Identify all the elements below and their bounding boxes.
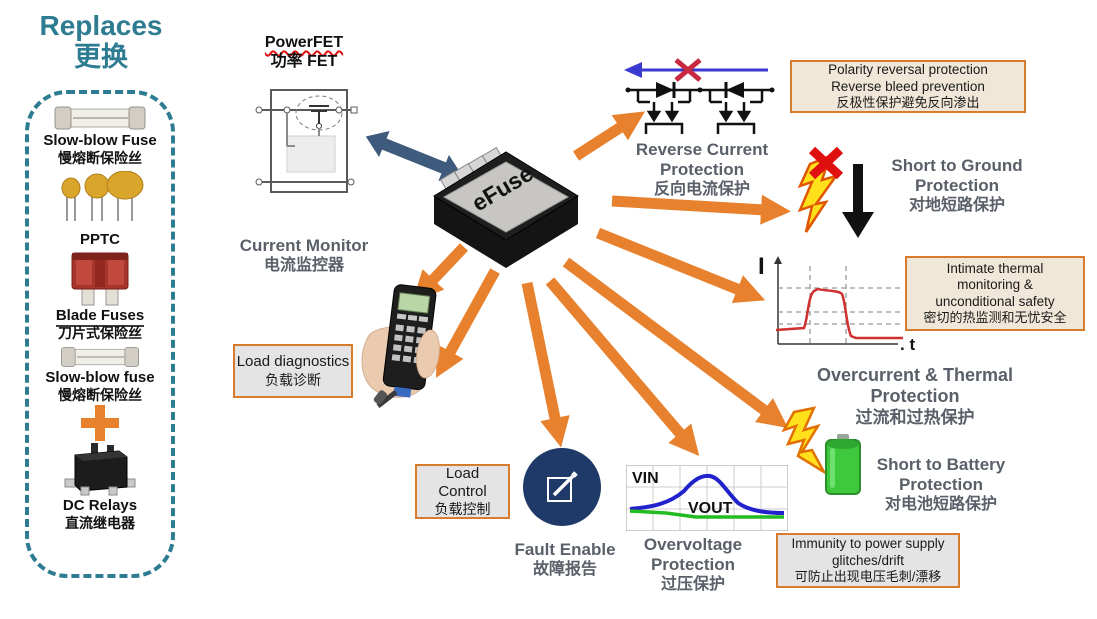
item-slow-blow-fuse2-zh: 慢熔断保险丝	[58, 386, 142, 403]
edit-pen-icon	[547, 471, 578, 502]
current-monitor-en: Current Monitor	[239, 236, 369, 255]
powerfet-label-en: PowerFET	[264, 34, 344, 51]
short-to-ground-bolt-icon	[797, 146, 844, 233]
plus-icon	[81, 405, 119, 442]
item-dc-relays-zh: 直流继电器	[65, 515, 135, 532]
dc-relay-image	[64, 443, 136, 496]
reverse-current-zh: 反向电流保护	[653, 181, 750, 199]
short-to-ground-zh: 对地短路保护	[908, 197, 1005, 215]
double-arrow-icon	[365, 131, 463, 181]
pptc-image	[61, 170, 144, 221]
reverse-current-en: Reverse Current Protection	[635, 140, 769, 180]
glass-fuse-image	[54, 106, 146, 130]
replaces-title-en: Replaces	[39, 10, 163, 41]
immunity-zh: 可防止出现电压毛刺/漂移	[794, 569, 942, 585]
replaces-title: Replaces 更换	[20, 10, 182, 73]
current-axis-label: I	[758, 253, 765, 280]
load-diagnostics-callout: Load diagnostics 负载诊断	[233, 344, 353, 398]
reverse-current-label: Reverse Current Protection 反向电流保护	[608, 140, 796, 200]
short-to-ground-label: Short to Ground Protection 对地短路保护	[866, 156, 1048, 216]
load-diagnostics-zh: 负载诊断	[265, 371, 321, 388]
current-monitor-zh: 电流监控器	[263, 257, 344, 275]
load-control-zh: 负载控制	[434, 501, 491, 518]
short-to-battery-en: Short to Battery Protection	[876, 455, 1006, 495]
polarity-zh: 反极性保护避免反向渗出	[836, 95, 980, 111]
handheld-meter-image	[361, 284, 440, 408]
overvoltage-scope-image: VIN VOUT	[626, 465, 788, 531]
fault-enable-label: Fault Enable 故障报告	[500, 540, 630, 580]
glass-fuse2-image	[61, 346, 139, 367]
thermal-callout-zh: 密切的热监测和无忧安全	[923, 310, 1067, 326]
item-blade-fuses-en: Blade Fuses	[55, 306, 145, 327]
polarity-callout: Polarity reversal protection Reverse ble…	[790, 60, 1026, 113]
overcurrent-thermal-en: Overcurrent & Thermal Protection	[816, 365, 1014, 407]
fault-enable-en: Fault Enable	[514, 540, 616, 559]
replaces-title-zh: 更换	[74, 42, 128, 73]
item-blade-fuses-zh: 刀片式保险丝	[58, 324, 142, 341]
item-slow-blow-fuse2-en: Slow-blow fuse	[45, 368, 155, 386]
battery-icon	[825, 434, 861, 495]
short-to-battery-label: Short to Battery Protection 对电池短路保护	[855, 455, 1027, 515]
battery-bolt-icon	[781, 406, 828, 476]
ground-arrow-icon	[842, 164, 874, 238]
powerfet-label-zh: 功率 FET	[270, 53, 338, 71]
item-slow-blow-fuse-en: Slow-blow Fuse	[43, 132, 157, 149]
powerfet-label: PowerFET 功率 FET	[240, 33, 368, 71]
short-to-battery-zh: 对电池短路保护	[884, 496, 997, 514]
vout-label: VOUT	[688, 500, 733, 517]
reverse-current-schematic-image	[624, 58, 775, 134]
load-control-en: Load Control	[438, 464, 487, 500]
current-monitor-label: Current Monitor 电流监控器	[215, 236, 393, 276]
item-dc-relays-en: DC Relays	[62, 497, 138, 515]
blade-fuse-image	[71, 252, 129, 306]
item-pptc-en: PPTC	[79, 230, 120, 248]
polarity-en1: Polarity reversal protection	[828, 62, 988, 78]
thermal-callout-en: Intimate thermal monitoring & unconditio…	[935, 260, 1055, 309]
current-profile-chart-image: I . t	[758, 253, 915, 354]
overcurrent-thermal-zh: 过流和过热保护	[855, 408, 975, 428]
fault-enable-zh: 故障报告	[532, 561, 597, 579]
polarity-en2: Reverse bleed prevention	[831, 78, 985, 94]
overvoltage-zh: 过压保护	[660, 576, 725, 594]
fault-enable-icon	[523, 448, 601, 526]
overvoltage-en: Overvoltage Protection	[643, 535, 743, 575]
overvoltage-label: Overvoltage Protection 过压保护	[613, 535, 773, 595]
time-axis-label: . t	[900, 335, 915, 354]
vin-label: VIN	[632, 470, 659, 487]
efuse-chip-image: eFuse	[433, 146, 579, 268]
replaced-components-panel: Slow-blow Fuse 慢熔断保险丝 PPTC Blade Fuses 刀…	[25, 90, 175, 578]
overcurrent-thermal-label: Overcurrent & Thermal Protection 过流和过热保护	[795, 365, 1035, 429]
load-diagnostics-en: Load diagnostics	[236, 353, 350, 371]
immunity-callout: Immunity to power supply glitches/drift …	[776, 533, 960, 588]
powerfet-circuit-image	[255, 89, 358, 193]
short-to-ground-en: Short to Ground Protection	[891, 156, 1023, 196]
load-control-callout: Load Control 负载控制	[415, 464, 510, 519]
thermal-callout: Intimate thermal monitoring & unconditio…	[905, 256, 1085, 331]
item-slow-blow-fuse-zh: 慢熔断保险丝	[58, 150, 142, 166]
immunity-en: Immunity to power supply glitches/drift	[791, 536, 945, 568]
